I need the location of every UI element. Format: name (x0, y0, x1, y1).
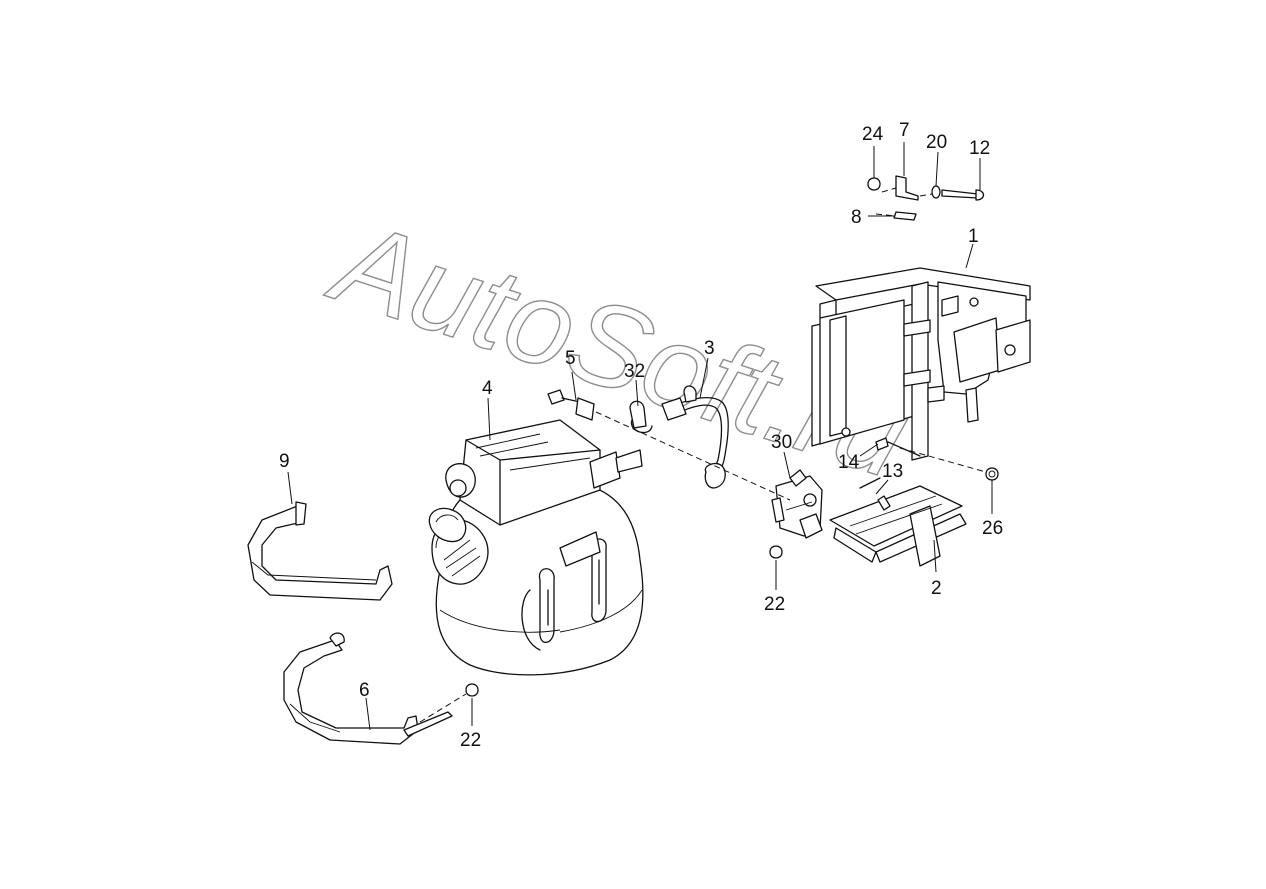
frame-1 (811, 267, 1031, 461)
nut-24 (867, 177, 881, 191)
bracket-7 (895, 175, 919, 201)
strap-9 (247, 501, 393, 601)
fuel-tank (428, 485, 644, 676)
callout-1: 1 (968, 226, 979, 247)
assembly-lines (419, 187, 987, 723)
connector-5 (547, 389, 595, 421)
clamp-32 (629, 400, 653, 434)
strap-6 (283, 632, 453, 745)
callout-26: 26 (982, 518, 1003, 539)
washer-20 (931, 185, 941, 199)
callout-30: 30 (771, 432, 792, 453)
screw-13 (859, 477, 881, 489)
callout-14: 14 (838, 452, 860, 473)
clip-8 (893, 211, 917, 221)
callout-8: 8 (851, 207, 862, 228)
callout-7: 7 (899, 120, 910, 141)
callout-12: 12 (969, 138, 990, 159)
callout-6: 6 (359, 680, 370, 701)
hose-3 (661, 385, 729, 489)
nut-26 (985, 467, 999, 481)
nut-22-left (465, 683, 479, 697)
callouts: 1 2 3 4 5 6 7 8 9 12 13 14 20 22 22 24 2… (279, 120, 1003, 751)
nut-22-right (769, 545, 783, 559)
callout-2: 2 (931, 578, 942, 599)
callout-22-right: 22 (764, 594, 785, 615)
callout-22-left: 22 (460, 730, 481, 751)
callout-20: 20 (926, 132, 947, 153)
callout-13: 13 (882, 461, 903, 482)
callout-5: 5 (565, 348, 576, 369)
bracket-2 (829, 485, 967, 567)
heater-unit-4 (445, 419, 643, 526)
callout-24: 24 (862, 124, 884, 145)
callout-32: 32 (624, 361, 645, 382)
leader-lines (287, 142, 993, 731)
callout-9: 9 (279, 451, 290, 472)
callout-4: 4 (482, 378, 493, 399)
valve-30 (771, 469, 823, 539)
callout-3: 3 (704, 338, 715, 359)
bolt-12 (941, 189, 985, 201)
